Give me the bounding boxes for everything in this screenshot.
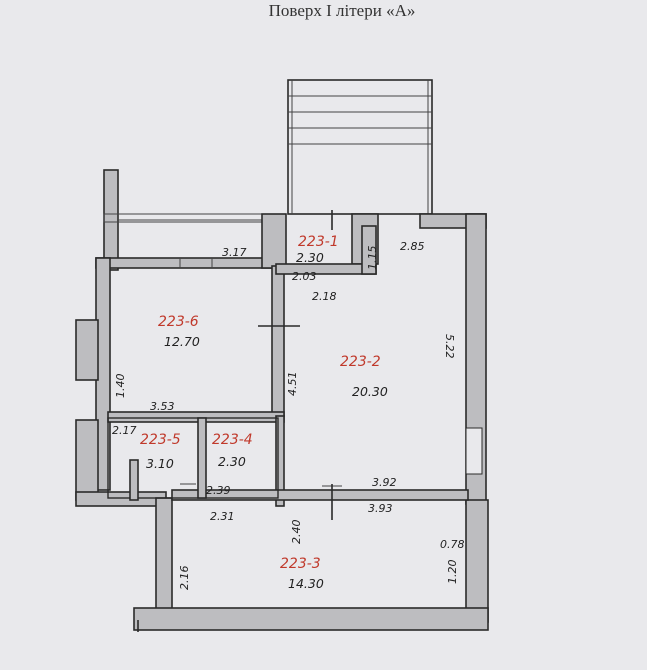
room-area-6: 12.70 <box>164 334 200 349</box>
dim-2-17: 2.17 <box>112 424 137 437</box>
inner-walls <box>107 225 469 507</box>
dim-5-22: 5.22 <box>443 334 456 359</box>
room-area-4: 2.30 <box>218 454 246 469</box>
room-area-2: 20.30 <box>352 384 388 399</box>
dim-2-40: 2.40 <box>290 520 303 545</box>
outer-walls <box>75 213 489 631</box>
dim-4-51: 4.51 <box>286 372 299 397</box>
room-id-3: 223-3 <box>280 556 321 572</box>
loggia <box>103 169 265 271</box>
dim-3-17: 3.17 <box>222 246 247 259</box>
room-area-5: 3.10 <box>146 456 174 471</box>
dim-2-85: 2.85 <box>400 240 425 253</box>
plan-title: Поверх І літери «А» <box>269 1 416 20</box>
dim-2-31: 2.31 <box>210 510 235 523</box>
dim-3-93: 3.93 <box>368 502 393 515</box>
room-area-3: 14.30 <box>288 576 324 591</box>
dim-0-78: 0.78 <box>440 538 465 551</box>
room-area-1: 2.30 <box>296 250 324 265</box>
room-id-4: 223-4 <box>212 432 253 448</box>
dim-2-16: 2.16 <box>178 566 191 591</box>
dim-3-92: 3.92 <box>372 476 397 489</box>
dim-1-40: 1.40 <box>114 374 127 399</box>
balcony <box>287 79 433 215</box>
room-id-6: 223-6 <box>158 314 199 330</box>
room-id-2: 223-2 <box>340 354 381 370</box>
dim-2-18: 2.18 <box>312 290 337 303</box>
room-id-1: 223-1 <box>298 234 339 250</box>
dim-3-53: 3.53 <box>150 400 175 413</box>
dim-1-15: 1.15 <box>366 246 379 271</box>
dim-2-03: 2.03 <box>292 270 317 283</box>
room-id-5: 223-5 <box>140 432 181 448</box>
dim-2-39: 2.39 <box>206 484 231 497</box>
dim-1-20: 1.20 <box>446 560 459 585</box>
openings <box>137 210 342 632</box>
